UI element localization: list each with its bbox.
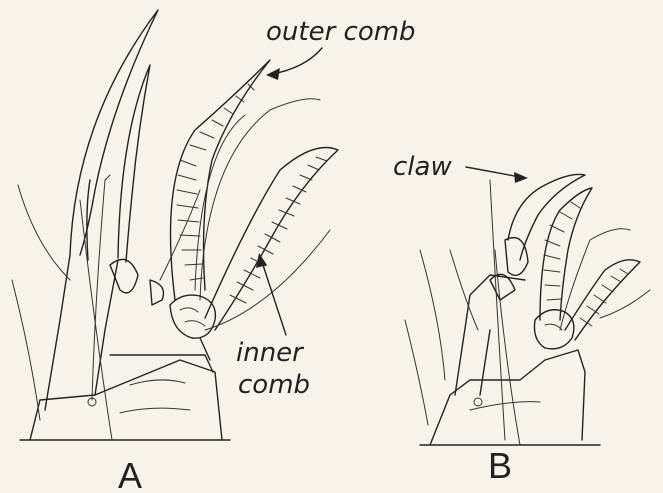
panel-b-label: B <box>488 445 512 486</box>
outer-comb-teeth <box>177 84 254 280</box>
inner-label: inner <box>236 338 305 368</box>
claw-label: claw <box>393 152 452 182</box>
comb-label: comb <box>238 370 310 400</box>
panel-a-label: A <box>118 455 142 493</box>
inner-comb-arrow <box>256 253 286 335</box>
inner-comb-teeth <box>230 157 327 303</box>
outer-comb-arrow <box>266 48 322 80</box>
claw-arrow <box>466 167 528 183</box>
outer-comb-label: outer comb <box>266 17 416 47</box>
panel-b-drawing <box>405 174 650 445</box>
claw-comb-teeth <box>544 202 580 300</box>
inner-comb-teeth-b <box>580 269 628 326</box>
